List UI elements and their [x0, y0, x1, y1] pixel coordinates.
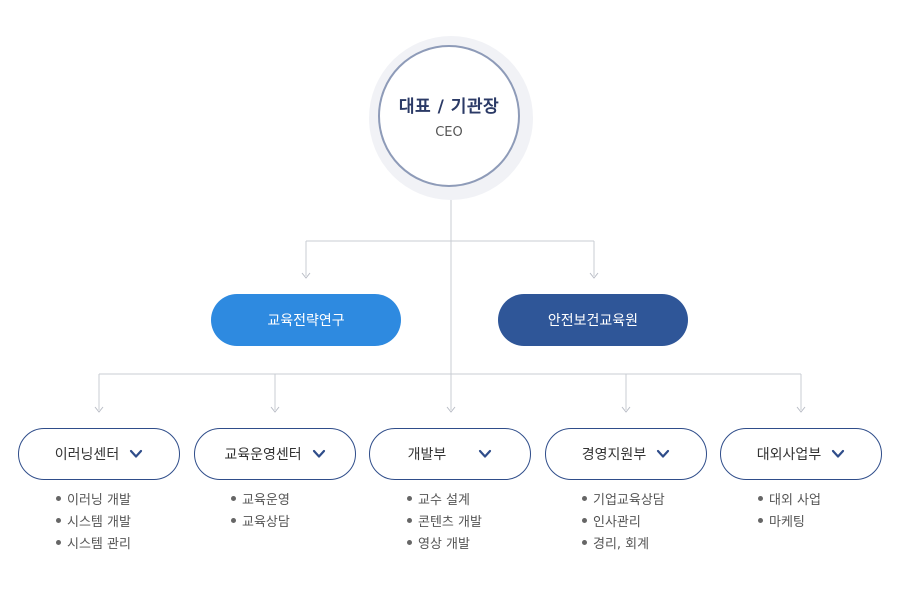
dept-education-operation-center[interactable]: 교육운영센터 [194, 428, 356, 480]
chevron-down-icon [657, 449, 670, 458]
chevron-down-icon [832, 449, 845, 458]
list-item: 콘텐츠 개발 [407, 512, 482, 534]
dept-elearning-duties: 이러닝 개발 시스템 개발 시스템 관리 [56, 490, 131, 556]
list-item: 마케팅 [758, 512, 821, 534]
list-item: 대외 사업 [758, 490, 821, 512]
list-item: 교수 설계 [407, 490, 482, 512]
dept-label: 이러닝센터 [54, 447, 120, 463]
list-item: 이러닝 개발 [56, 490, 131, 512]
arrow-down-icon [270, 406, 280, 413]
list-item: 기업교육상담 [582, 490, 665, 512]
chevron-down-icon [312, 449, 325, 458]
arrow-down-icon [589, 272, 599, 279]
division-label: 안전보건교육원 [547, 313, 639, 329]
division-safety-health-institute: 안전보건교육원 [498, 294, 688, 346]
dept-external-business[interactable]: 대외사업부 [720, 428, 882, 480]
dept-education-operation-duties: 교육운영 교육상담 [231, 490, 290, 534]
list-item: 교육운영 [231, 490, 290, 512]
dept-management-support-duties: 기업교육상담 인사관리 경리, 회계 [582, 490, 665, 556]
division-label: 교육전략연구 [267, 313, 345, 329]
dept-label: 개발부 [407, 447, 447, 463]
arrow-down-icon [94, 406, 104, 413]
ceo-node: 대표 / 기관장 CEO [378, 45, 520, 187]
dept-label: 교육운영센터 [224, 447, 302, 463]
dept-development[interactable]: 개발부 [369, 428, 531, 480]
arrow-down-icon [621, 406, 631, 413]
division-education-strategy: 교육전략연구 [211, 294, 401, 346]
dept-elearning-center[interactable]: 이러닝센터 [18, 428, 180, 480]
list-item: 시스템 개발 [56, 512, 131, 534]
list-item: 교육상담 [231, 512, 290, 534]
dept-label: 대외사업부 [756, 447, 822, 463]
list-item: 경리, 회계 [582, 534, 665, 556]
dept-management-support[interactable]: 경영지원부 [545, 428, 707, 480]
arrow-down-icon [796, 406, 806, 413]
arrow-down-icon [301, 272, 311, 279]
list-item: 인사관리 [582, 512, 665, 534]
dept-external-business-duties: 대외 사업 마케팅 [758, 490, 821, 534]
list-item: 시스템 관리 [56, 534, 131, 556]
list-item: 영상 개발 [407, 534, 482, 556]
ceo-title: 대표 / 기관장 [398, 97, 500, 117]
chevron-down-icon [130, 449, 143, 458]
ceo-subtitle: CEO [435, 125, 463, 140]
arrow-down-icon [446, 406, 456, 413]
dept-development-duties: 교수 설계 콘텐츠 개발 영상 개발 [407, 490, 482, 556]
dept-label: 경영지원부 [581, 447, 647, 463]
chevron-down-icon [479, 449, 492, 458]
